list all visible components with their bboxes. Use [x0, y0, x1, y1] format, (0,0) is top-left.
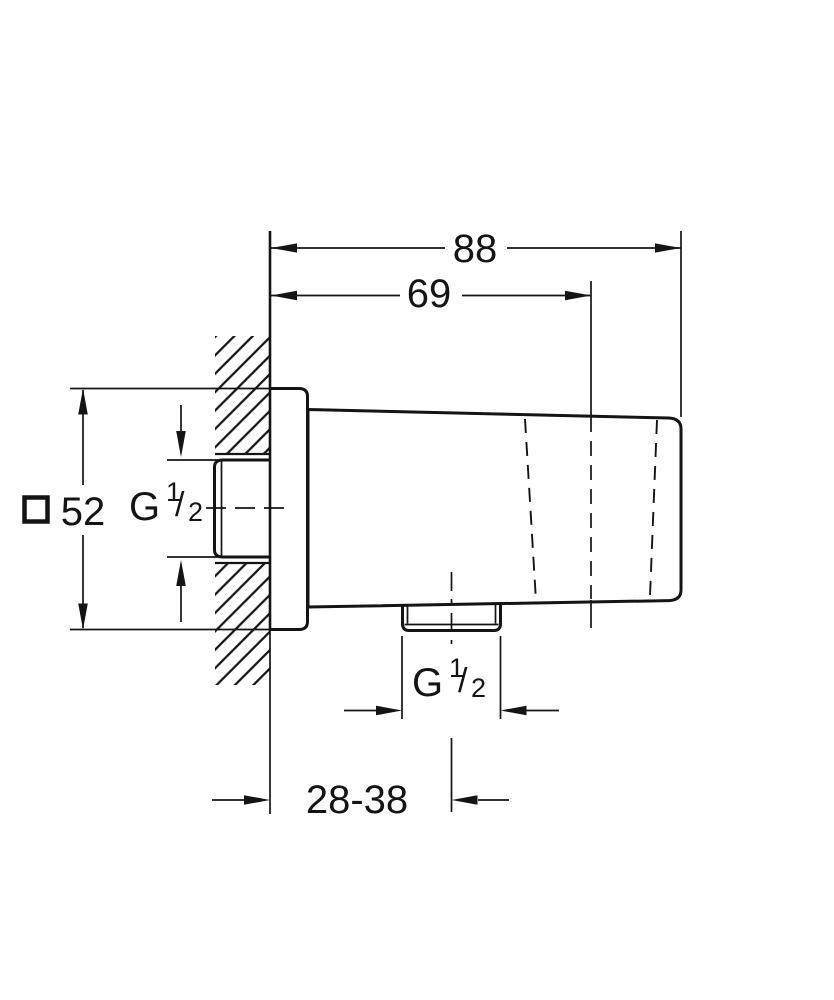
- outlet-thread-callout: G 1 / 2: [344, 572, 559, 719]
- mounting-flange: [270, 387, 309, 631]
- wall-hatching-upper: [215, 336, 270, 454]
- arrowhead-right: [655, 243, 681, 253]
- holder-tangent-dashed-right: [649, 419, 658, 597]
- outlet-thread-denominator: 2: [471, 673, 486, 703]
- wall-hatching-lower: [215, 563, 270, 685]
- dimension-wall-thickness-range: 28-38: [212, 738, 509, 822]
- outlet-thread-label: G: [412, 661, 443, 705]
- arrowhead-down: [176, 431, 186, 457]
- tapered-body: [306, 407, 683, 609]
- dimension-overall-depth: 88: [271, 227, 682, 417]
- arrowhead-left: [500, 705, 527, 716]
- wall-thread-label: G: [129, 485, 160, 529]
- arrowhead-up: [176, 560, 186, 586]
- dim-88-label: 88: [453, 227, 498, 271]
- outlet-thread-slash: /: [458, 662, 468, 700]
- wall-section: [215, 336, 271, 685]
- arrowhead-left: [451, 795, 478, 805]
- square-section-symbol-icon: [22, 495, 50, 524]
- wall-thread-callout: G 1 / 2: [129, 405, 293, 622]
- wall-thread-numerator: 1: [166, 477, 181, 507]
- arrowhead-left: [271, 290, 297, 301]
- arrowhead-up: [78, 388, 88, 415]
- arrowhead-down: [78, 603, 88, 630]
- dim-69-label: 69: [407, 272, 452, 316]
- product-outline: [213, 231, 683, 814]
- wall-thread-slash: /: [175, 486, 185, 524]
- outlet-thread-numerator: 1: [449, 653, 464, 683]
- dimension-body-depth: 69: [271, 272, 592, 628]
- dim-52-label: 52: [61, 490, 106, 534]
- arrowhead-left: [271, 243, 297, 253]
- wall-thread-denominator: 2: [188, 497, 203, 527]
- arrowhead-right: [376, 705, 402, 716]
- dimension-face-height: 52: [22, 387, 270, 631]
- holder-tangent-dashed-left: [524, 418, 537, 602]
- dim-28-38-label: 28-38: [306, 778, 408, 822]
- arrowhead-right: [244, 795, 270, 805]
- arrowhead-right: [565, 290, 591, 301]
